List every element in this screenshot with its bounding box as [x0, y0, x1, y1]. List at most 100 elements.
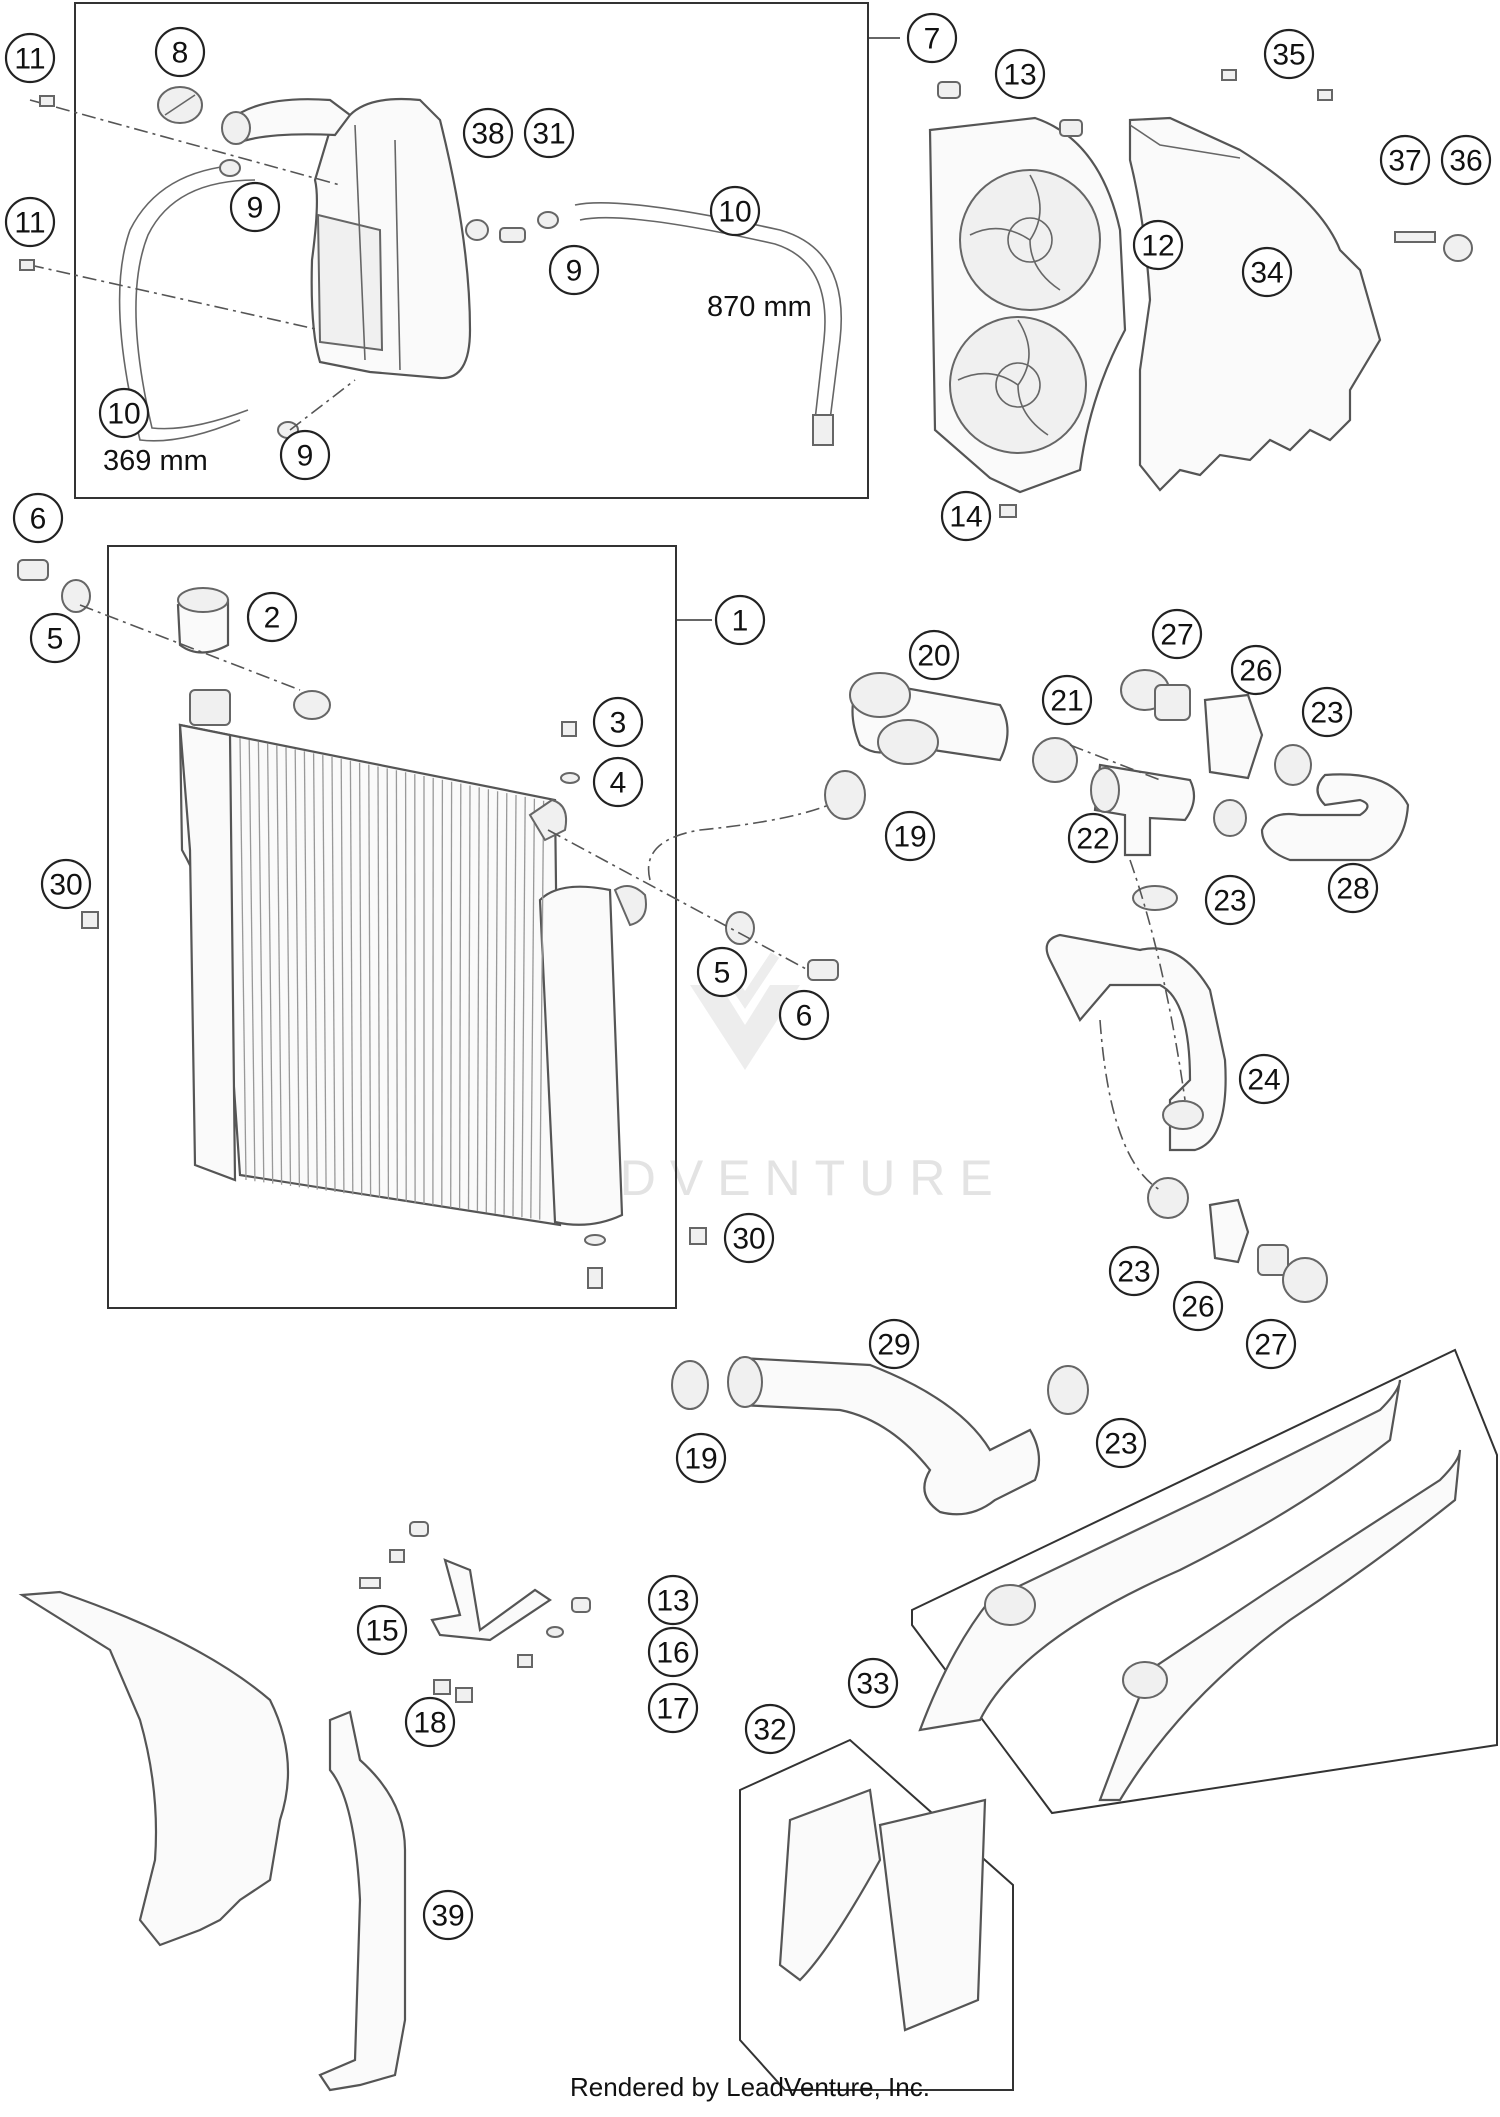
callout-c18: 18	[404, 1696, 456, 1748]
callout-circle	[908, 629, 960, 681]
callout-number: 23	[1213, 885, 1246, 918]
radiator-fin-line	[395, 770, 398, 1201]
radiator-fin-line	[404, 772, 407, 1202]
callout-c9b: 9	[548, 244, 600, 296]
callout-circle	[98, 387, 150, 439]
side-cover-34	[1128, 116, 1382, 492]
callout-circle	[1241, 246, 1293, 298]
tee-fitting-22	[1090, 763, 1196, 857]
callout-circle	[1440, 134, 1492, 186]
radiator-fin-line	[239, 737, 247, 1181]
radiator-fin-line	[248, 739, 256, 1182]
callout-c26a: 26	[1230, 644, 1282, 696]
radiator-fin-line	[368, 764, 372, 1197]
hose-24	[1045, 933, 1227, 1152]
callout-number: 30	[49, 869, 82, 902]
radiator-cap-2	[176, 587, 230, 654]
callout-circle	[709, 185, 761, 237]
fitting-31-38	[465, 219, 526, 243]
bracket-15	[430, 1558, 552, 1642]
hardware-13-16-17-18	[359, 1521, 591, 1703]
callout-circle	[647, 1574, 699, 1626]
callout-circle	[1095, 1417, 1147, 1469]
callout-number: 8	[172, 37, 189, 70]
callout-circle	[1132, 219, 1184, 271]
callout-number: 37	[1388, 145, 1421, 178]
callout-c5b: 5	[696, 946, 748, 998]
callout-c23d: 23	[1095, 1417, 1147, 1469]
radiator-fin-line	[322, 755, 327, 1191]
callout-number: 23	[1104, 1428, 1137, 1461]
callout-circle	[744, 1703, 796, 1755]
callout-circle	[1379, 134, 1431, 186]
callout-number: 9	[566, 255, 583, 288]
callout-c3: 3	[592, 696, 644, 748]
clips-30	[81, 911, 707, 1245]
group-box-7	[74, 2, 869, 499]
tank-cap	[157, 86, 203, 124]
callout-number: 32	[753, 1714, 786, 1747]
callout-c34: 34	[1241, 246, 1293, 298]
callout-circle	[1204, 874, 1256, 926]
radiator-fin-line	[503, 793, 508, 1215]
callout-c13a: 13	[994, 48, 1046, 100]
radiator-fin-line	[331, 756, 336, 1193]
callout-circle	[906, 12, 958, 64]
callout-circle	[868, 1318, 920, 1370]
callout-circle	[1245, 1318, 1297, 1370]
callout-number: 13	[656, 1585, 689, 1618]
thermostat-27-bottom	[1257, 1244, 1328, 1303]
callout-c27a: 27	[1151, 608, 1203, 660]
callout-number: 24	[1247, 1064, 1280, 1097]
bushing-36	[1443, 234, 1473, 262]
callout-circle	[404, 1696, 456, 1748]
callout-number: 17	[656, 1693, 689, 1726]
radiator-fin-line	[494, 791, 499, 1214]
callout-c32: 32	[744, 1703, 796, 1755]
callout-c36: 36	[1440, 134, 1492, 186]
callout-number: 35	[1272, 39, 1305, 72]
hose-29	[727, 1356, 1041, 1516]
callout-circle	[940, 490, 992, 542]
callout-circle	[1263, 28, 1315, 80]
radiator-fin-line	[303, 751, 309, 1189]
radiator	[178, 723, 624, 1227]
callout-circle	[1238, 1053, 1290, 1105]
callout-circle	[29, 612, 81, 664]
callout-circle	[422, 1889, 474, 1941]
short-hose	[118, 164, 256, 442]
callout-circle	[356, 1604, 408, 1656]
callout-number: 28	[1336, 873, 1369, 906]
callout-c22: 22	[1067, 812, 1119, 864]
callout-c37: 37	[1379, 134, 1431, 186]
callout-circle	[4, 32, 56, 84]
callout-c26b: 26	[1172, 1280, 1224, 1332]
callout-number: 15	[365, 1615, 398, 1648]
clamps-23	[1132, 744, 1312, 1219]
grommets-13	[937, 81, 1083, 137]
radiator-fin-line	[521, 796, 526, 1218]
callout-circle	[884, 810, 936, 862]
callout-number: 29	[877, 1329, 910, 1362]
bolt-3-washer-4	[560, 721, 580, 784]
duct-39	[318, 1710, 407, 2092]
callout-circle	[647, 1626, 699, 1678]
callout-circle	[847, 1657, 899, 1709]
radiator-bracket	[528, 798, 568, 842]
deflectors-32	[778, 1788, 987, 2032]
hose-20	[849, 672, 1009, 765]
radiator-fin-line	[450, 781, 453, 1208]
callout-number: 34	[1250, 257, 1283, 290]
callout-number: 5	[47, 623, 64, 656]
filler-neck	[189, 689, 331, 726]
callout-circle	[246, 591, 298, 643]
callout-number: 6	[796, 1000, 813, 1033]
radiator-fin-line	[285, 747, 292, 1187]
radiator-fin-line	[512, 794, 517, 1217]
callout-number: 12	[1141, 230, 1174, 263]
callout-c27b: 27	[1245, 1318, 1297, 1370]
callout-c31: 31	[523, 107, 575, 159]
callout-circle	[647, 1682, 699, 1734]
callout-number: 5	[714, 957, 731, 990]
radiator-fin-line	[257, 741, 265, 1183]
